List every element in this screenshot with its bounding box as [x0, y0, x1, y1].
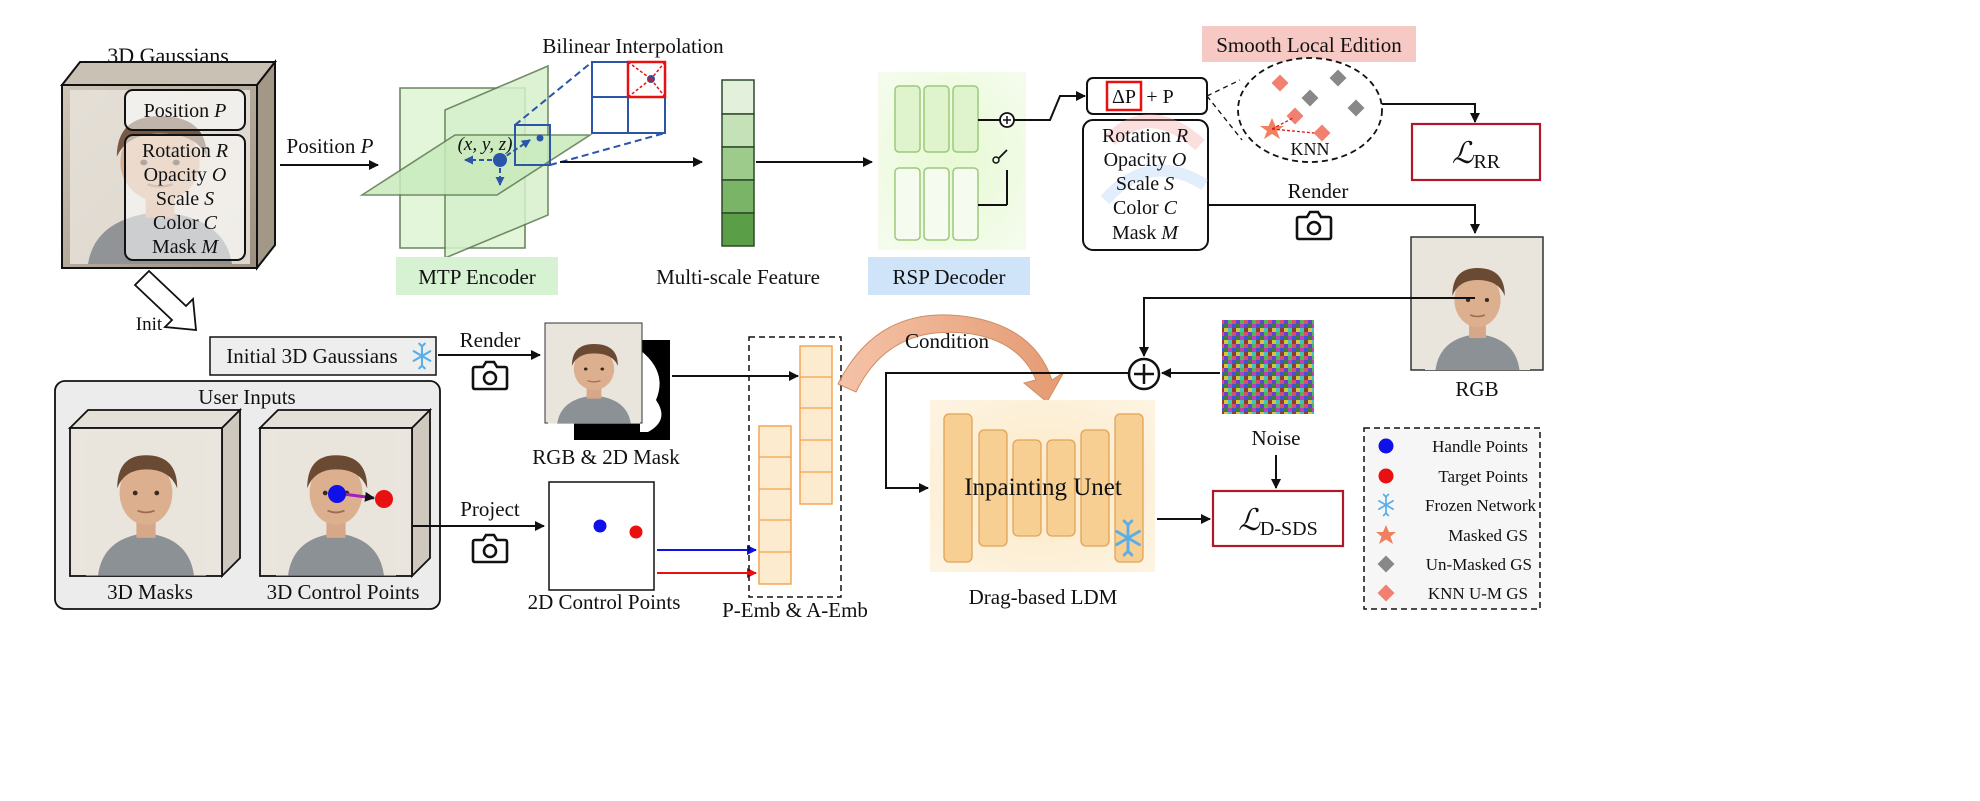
camera-icon	[1295, 210, 1333, 241]
user-inputs-title: User Inputs	[198, 385, 295, 409]
rgb-label: RGB	[1455, 377, 1498, 401]
embedding-stacks	[748, 336, 842, 598]
smooth-title: Smooth Local Edition	[1216, 33, 1402, 57]
attr-color: Color C	[153, 212, 218, 234]
svg-text:ℒRR: ℒRR	[1452, 137, 1501, 173]
xyz-label: (x, y, z)	[458, 134, 513, 155]
multiscale-feature-stack	[721, 79, 755, 247]
init-label: Init	[136, 314, 163, 335]
knn-label: KNN	[1291, 139, 1330, 159]
initial-gaussians-box: Initial 3D Gaussians	[209, 336, 437, 376]
legend-label-knn: KNN U-M GS	[1428, 584, 1528, 603]
rgb-and-mask-images	[544, 322, 670, 440]
legend-label-masked: Masked GS	[1448, 526, 1528, 545]
emb-label: P-Emb & A-Emb	[722, 598, 868, 622]
control-points-2d-label: 2D Control Points	[528, 590, 681, 614]
attr-opacity: Opacity O	[144, 164, 227, 186]
svg-text:ℒD-SDS: ℒD-SDS	[1238, 504, 1317, 540]
multiscale-feature-label: Multi-scale Feature	[656, 265, 820, 289]
legend-label-unmasked: Un-Masked GS	[1426, 555, 1532, 574]
delta-p-box: ΔP + P	[1086, 77, 1208, 115]
camera-icon-project	[471, 533, 509, 564]
svg-text:Scale S: Scale S	[1116, 173, 1174, 195]
attr-rotation: Rotation R	[142, 140, 228, 162]
condition-arrow	[837, 314, 1065, 403]
rsp-decoder-label: RSP Decoder	[893, 265, 1006, 289]
svg-text:Opacity O: Opacity O	[1104, 149, 1187, 171]
legend-label-frozen: Frozen Network	[1425, 496, 1536, 515]
decoder-output-connectors	[978, 91, 1086, 206]
svg-text:Position P: Position P	[144, 100, 227, 122]
control-points-2d-panel	[548, 481, 655, 591]
noise-label: Noise	[1252, 426, 1301, 450]
attr-scale: Scale S	[156, 188, 214, 210]
sum-to-unet-arrow	[885, 372, 1129, 493]
loss-rr-box: ℒRR	[1410, 122, 1542, 182]
smooth-title-bg	[1202, 26, 1416, 62]
mtp-encoder-planes	[359, 64, 593, 260]
rsp-decoder-label-bg	[868, 257, 1030, 295]
sum-node	[1127, 357, 1161, 391]
position-box: Position P	[124, 89, 246, 131]
masks-label: 3D Masks	[107, 580, 193, 604]
init-arrow	[133, 269, 198, 332]
control-points-label: 3D Control Points	[267, 580, 420, 604]
rgb-mask-label: RGB & 2D Mask	[532, 445, 680, 469]
masks-cube	[67, 407, 243, 579]
legend-label-target: Target Points	[1438, 467, 1528, 486]
bilinear-label: Bilinear Interpolation	[542, 34, 724, 58]
svg-text:Mask M: Mask M	[1112, 222, 1179, 244]
project-label: Project	[460, 497, 520, 521]
star-icon	[1376, 525, 1396, 544]
svg-text:Initial 3D Gaussians: Initial 3D Gaussians	[226, 344, 397, 368]
render-to-rgb-arrow	[1208, 204, 1480, 234]
bilinear-grid	[514, 60, 667, 166]
control-points-cube	[257, 407, 433, 579]
render-label-top: Render	[1288, 179, 1349, 203]
handle-point-icon	[1378, 438, 1394, 454]
attr-mask: Mask M	[152, 236, 219, 258]
render-label-bottom: Render	[460, 328, 521, 352]
camera-icon-render	[471, 360, 509, 391]
svg-text:Rotation R: Rotation R	[1102, 125, 1188, 147]
attributes-box: Rotation R Opacity O Scale S Color C Mas…	[124, 134, 246, 261]
knn-to-loss-arrow	[1382, 103, 1480, 123]
svg-text:Color C: Color C	[1113, 197, 1178, 219]
target-point-icon	[1378, 468, 1394, 484]
knn-ellipse	[1206, 57, 1383, 163]
rgb-to-sum-arrow	[1139, 297, 1475, 357]
rsp-decoder	[878, 72, 1026, 250]
unet-label: Inpainting Unet	[964, 474, 1122, 501]
svg-text:+ P: + P	[1146, 86, 1173, 108]
legend-label-handle: Handle Points	[1432, 437, 1528, 456]
svg-text:ΔP: ΔP	[1112, 86, 1136, 108]
condition-label: Condition	[905, 329, 990, 353]
mtp-encoder-label: MTP Encoder	[418, 265, 536, 289]
legend: Handle Points Target Points Frozen Netwo…	[1363, 427, 1541, 610]
inpainting-unet	[930, 400, 1155, 572]
loss-dsds-box: ℒD-SDS	[1211, 489, 1345, 548]
mtp-encoder-label-bg	[396, 257, 558, 295]
updated-attributes-box: Rotation R Opacity O Scale S Color C Mas…	[1082, 114, 1209, 251]
ldm-label: Drag-based LDM	[969, 585, 1118, 609]
rgb-output-image	[1410, 236, 1544, 371]
noise-image	[1222, 320, 1314, 414]
position-arrow-label: Position P	[287, 134, 374, 158]
sampling-point	[464, 124, 551, 186]
